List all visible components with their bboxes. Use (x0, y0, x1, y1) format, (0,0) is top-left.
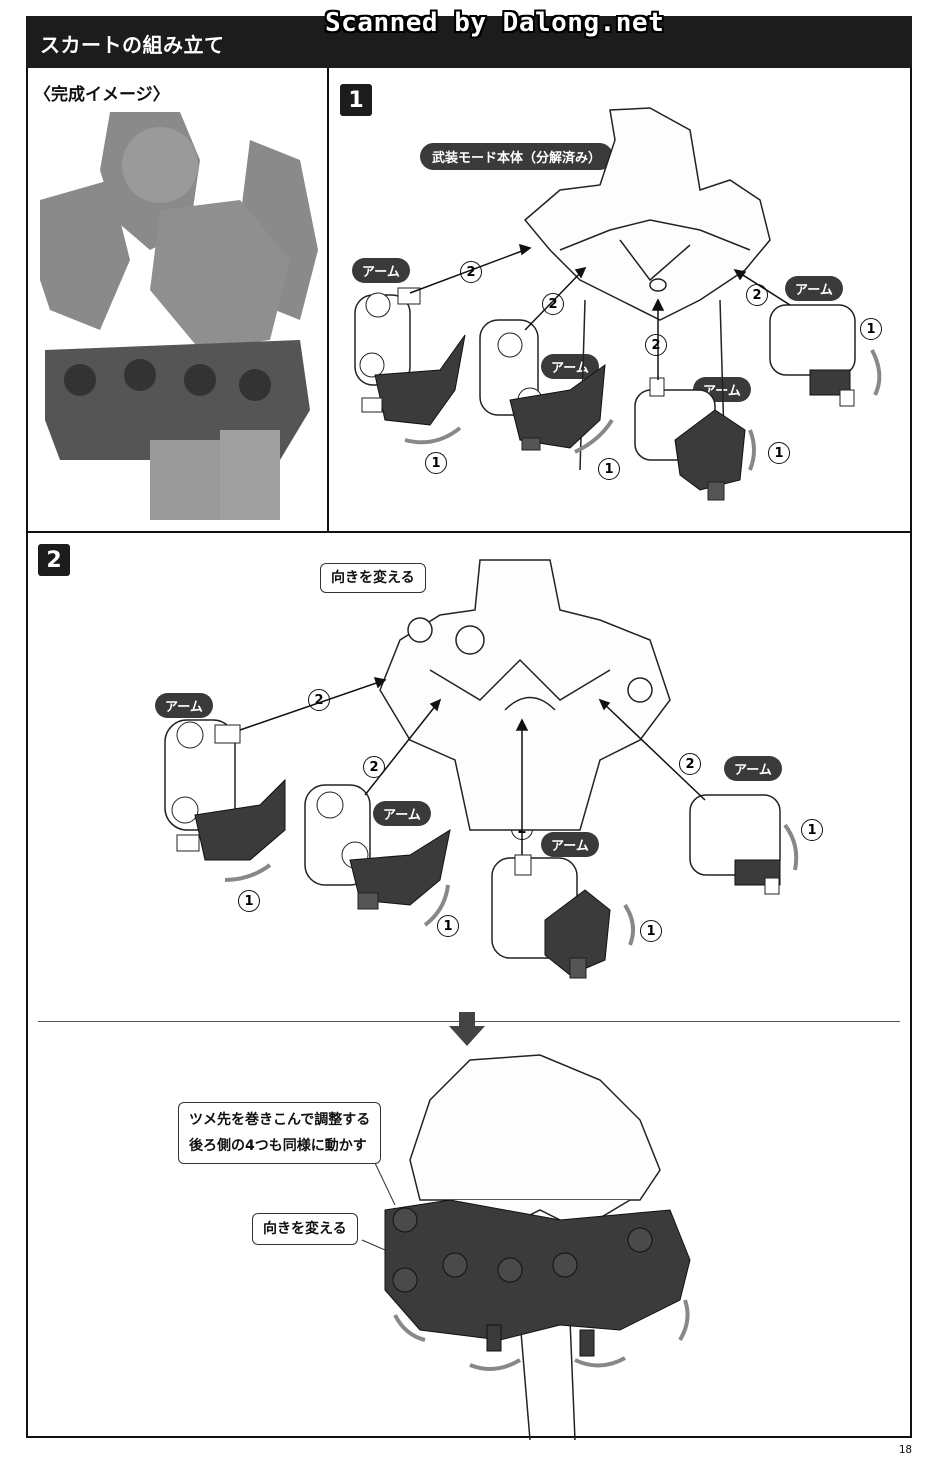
step-2-body (379, 559, 671, 831)
step-2-direction-callout: 向きを変える (320, 563, 426, 593)
step-2-arm-left (164, 719, 286, 861)
step-2-order-2-a: 2 (308, 689, 330, 711)
step-2-arm-label-left: アーム (155, 693, 213, 718)
step-2-arm-label-mid: アーム (541, 832, 599, 857)
step-1-arm-midleft (479, 319, 606, 451)
step-2-arm-midleft (304, 784, 451, 910)
step-1-order-2-c: 2 (645, 334, 667, 356)
result-skirt-arms (384, 1199, 691, 1357)
step-1-arm-right (769, 304, 856, 407)
step-1-arm-mid (634, 377, 746, 501)
step-2-order-1-d: 1 (801, 819, 823, 841)
step-1-order-1-b: 1 (598, 458, 620, 480)
step-2-badge: 2 (38, 544, 70, 576)
section-header-bar (26, 16, 912, 68)
step-2-arm-label-midleft: アーム (373, 801, 431, 826)
step-2-order-1-b: 1 (437, 915, 459, 937)
step-1-order-1-c: 1 (768, 442, 790, 464)
step-1-order-1-a: 1 (425, 452, 447, 474)
step-2-order-2-b: 2 (363, 756, 385, 778)
step-1-arrows (404, 243, 882, 471)
scan-watermark: Scanned by Dalong.net (325, 8, 665, 38)
step-1-arm-label-left: アーム (352, 258, 410, 283)
result-claw-tip-line-2: 後ろ側の4つも同様に動かす (189, 1138, 367, 1154)
result-claw-tip-line-1: ツメ先を巻きこんで調整する (189, 1112, 371, 1128)
preview-label: 〈完成イメージ〉 (34, 85, 170, 105)
result-down-arrow (449, 1012, 485, 1046)
top-panel-divider (327, 68, 329, 532)
step-2-order-1-a: 1 (238, 890, 260, 912)
step-1-order-2-b: 2 (542, 293, 564, 315)
step-divider (26, 531, 912, 533)
step-2-arrows (224, 677, 799, 946)
step-1-badge: 1 (340, 84, 372, 116)
step-2-arm-mid (491, 854, 611, 979)
step-2-order-2-d: 2 (679, 753, 701, 775)
step-1-arm-left (354, 287, 466, 426)
page-number: 18 (898, 1443, 912, 1456)
step-2-order-1-c: 1 (640, 920, 662, 942)
step-1-arm-label-right: アーム (785, 276, 843, 301)
section-title: スカートの組み立て (40, 33, 225, 57)
step-1-body-label: 武装モード本体（分解済み） (420, 143, 614, 170)
result-rotation-arrows (393, 1299, 690, 1371)
preview-figure (40, 112, 320, 522)
step-2-arm-label-right: アーム (724, 756, 782, 781)
step-1-order-1-d: 1 (860, 318, 882, 340)
step-1-arm-label-midleft: アーム (541, 354, 599, 379)
step-2-arm-right (689, 794, 781, 895)
result-callout-leaders (361, 1162, 396, 1251)
result-claw-tip-callout: ツメ先を巻きこんで調整する 後ろ側の4つも同様に動かす (178, 1102, 382, 1164)
result-direction-callout: 向きを変える (252, 1213, 358, 1245)
step-1-order-2-a: 2 (460, 261, 482, 283)
